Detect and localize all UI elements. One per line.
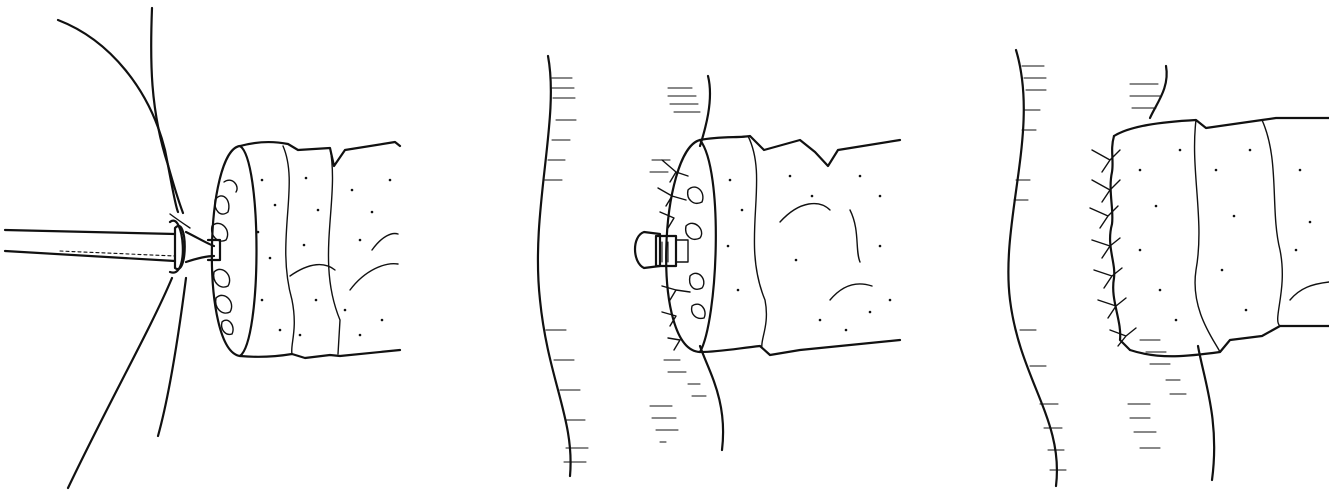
- panel-1-stipple: [257, 177, 392, 337]
- panel-3-stipple: [1139, 149, 1312, 322]
- panel-3-tissue: [1110, 118, 1329, 356]
- panel-1-wall-lines: [58, 8, 190, 488]
- panel-1: [5, 8, 400, 488]
- tube-instrument: [5, 221, 220, 273]
- panel-2: [538, 56, 900, 476]
- panel-3: [1008, 50, 1329, 486]
- panel-2-stipple: [727, 175, 892, 332]
- panel-2-cuff: [666, 136, 900, 355]
- panel-3-sutures: [1090, 150, 1136, 346]
- button-stoma: [635, 232, 688, 268]
- panel-1-cuff: [212, 142, 400, 358]
- panel-3-left-wall: [1008, 50, 1066, 486]
- panel-3-right-wall: [1128, 66, 1214, 480]
- panel-2-left-wall: [538, 56, 588, 476]
